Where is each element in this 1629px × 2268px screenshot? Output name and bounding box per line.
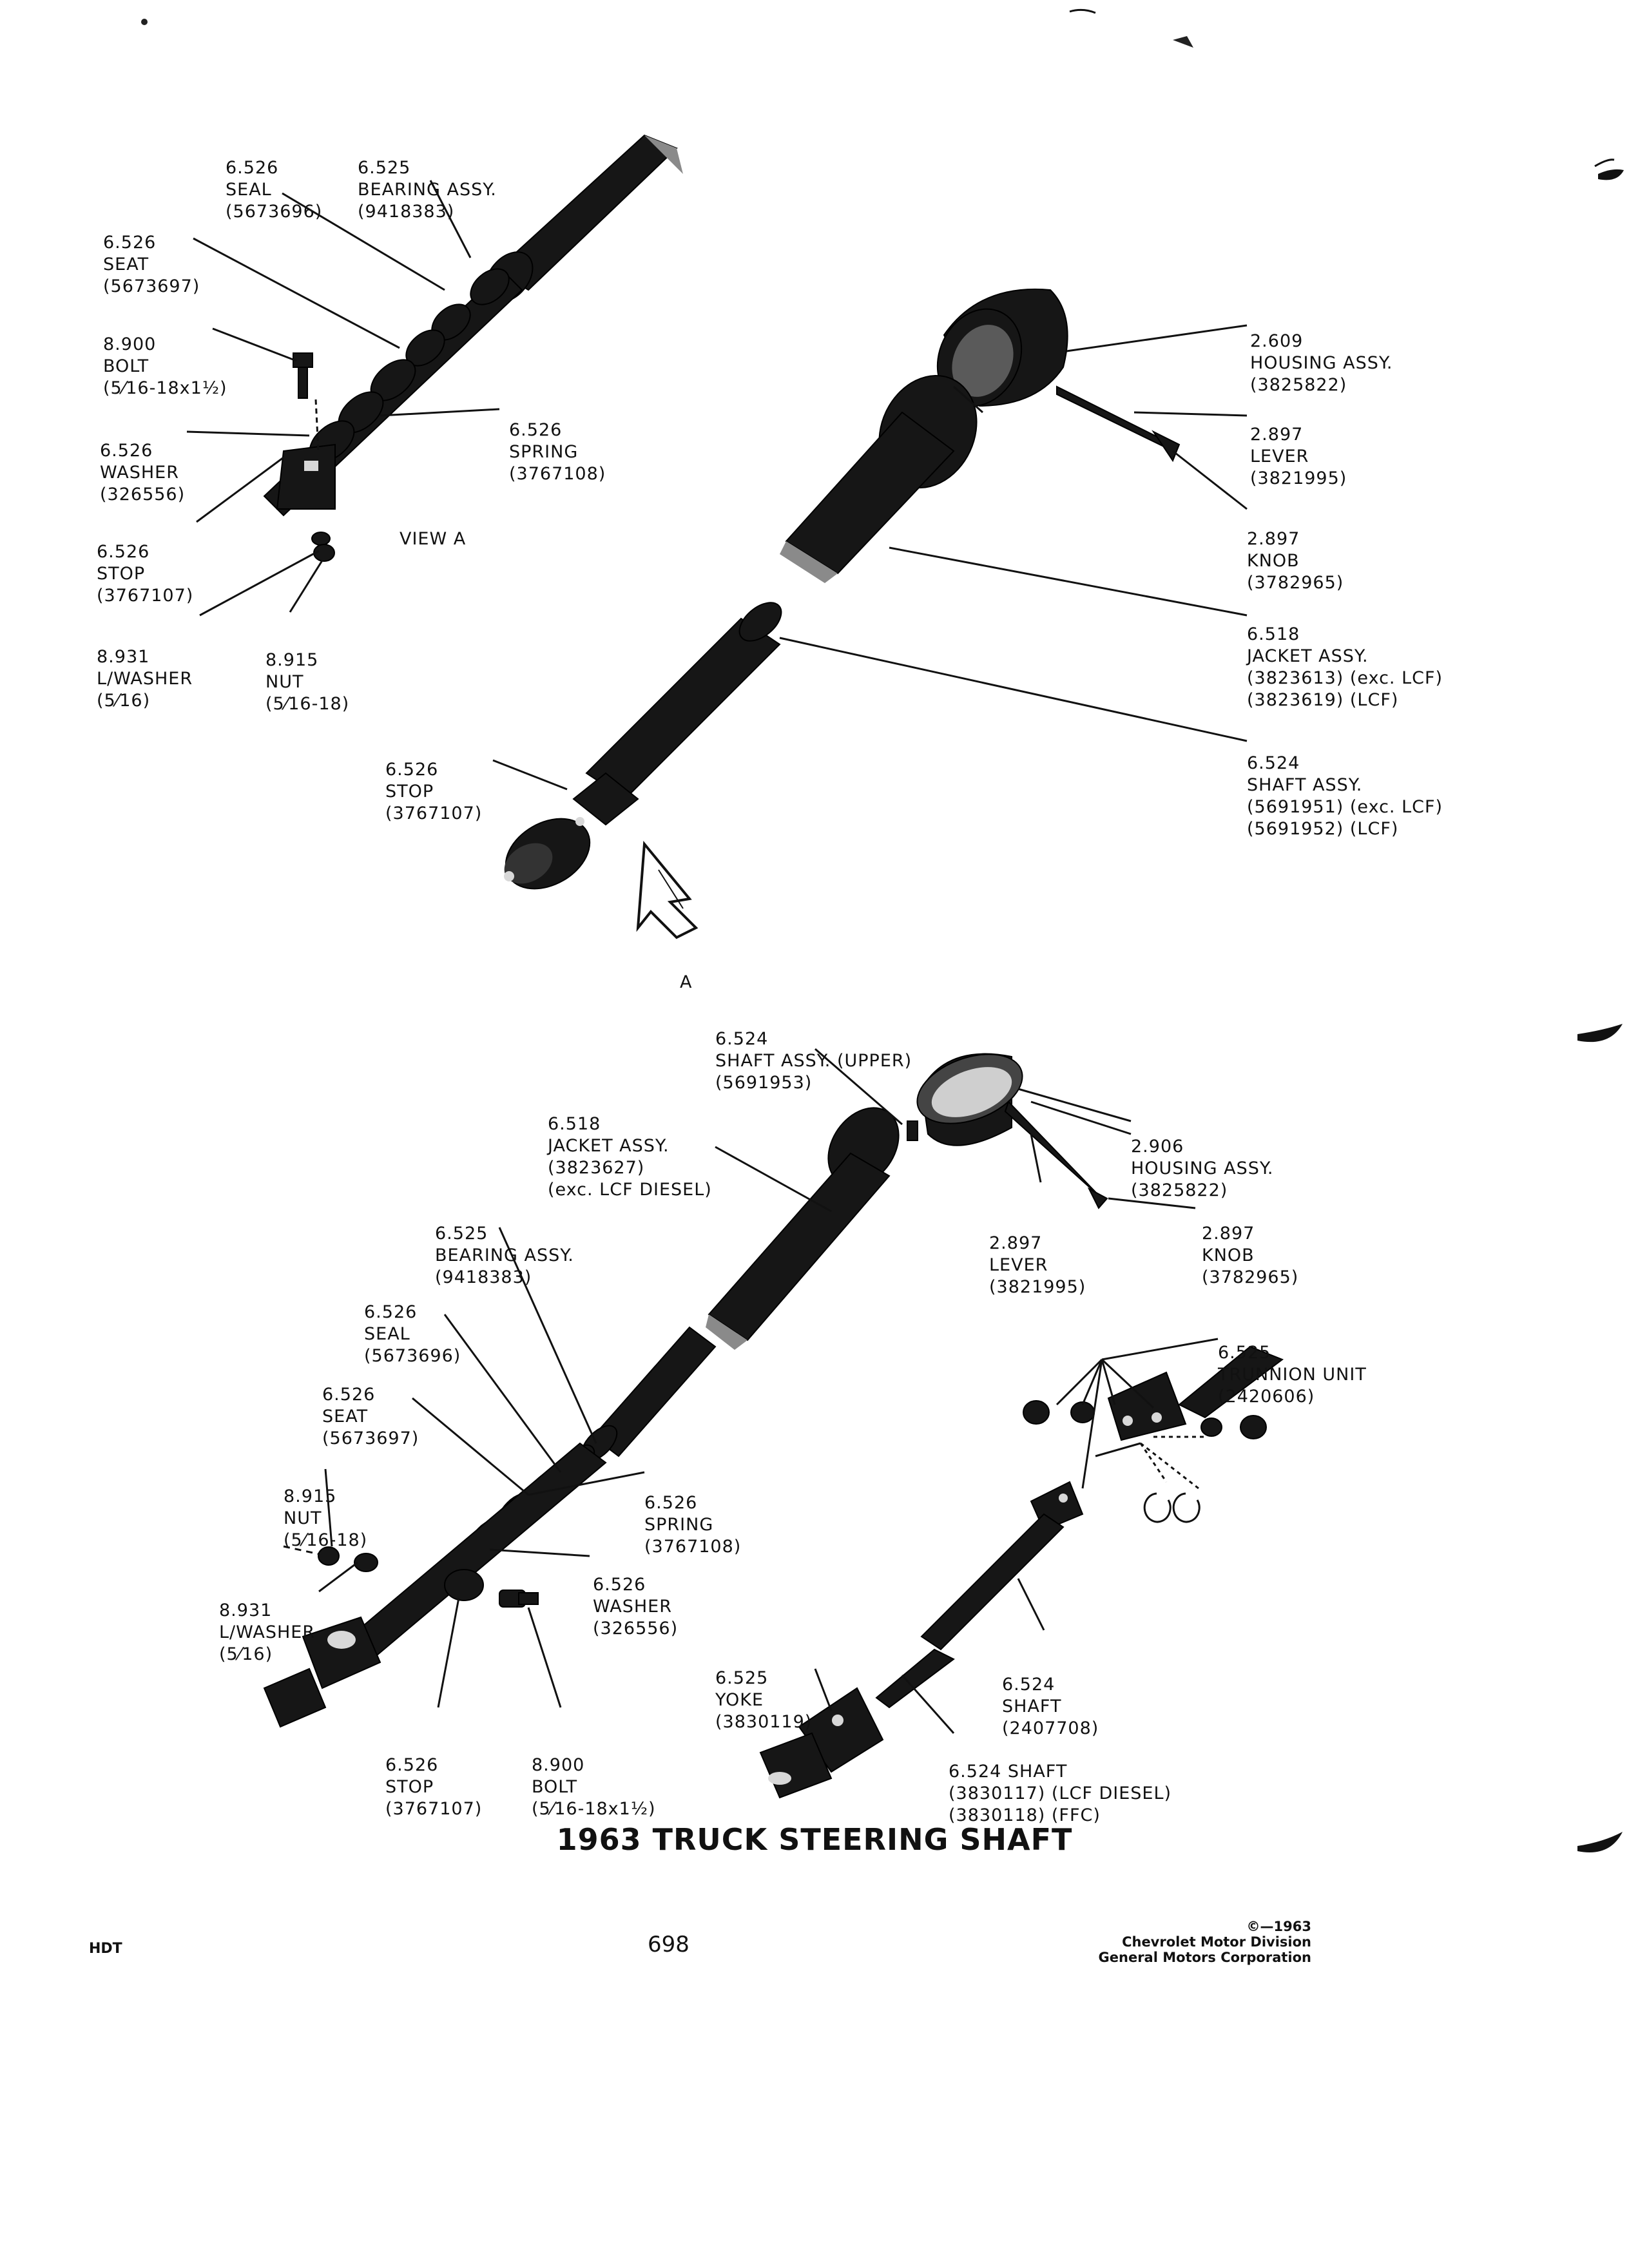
- footer-code: HDT: [89, 1941, 122, 1957]
- scan-marks: [141, 8, 1624, 1852]
- view-a-drawing: [186, 134, 1248, 939]
- page-number: 698: [648, 1932, 689, 1957]
- trunnion-unit: [759, 1338, 1284, 1799]
- steering-shaft-lower: [263, 1326, 717, 1728]
- view-a-title: VIEW A: [400, 529, 467, 549]
- copyright-year: ©—1963: [1246, 1919, 1311, 1934]
- jacket-assy-lower: [706, 1107, 918, 1350]
- view-a-leader-lines: [186, 180, 1248, 791]
- lower-leader-lines: [318, 1048, 1196, 1734]
- shaft-assy-upper: [504, 602, 782, 890]
- page-title: 1963 TRUCK STEERING SHAFT: [556, 1822, 1073, 1857]
- housing-assy-lower: [916, 1053, 1108, 1209]
- copyright-block: ©—1963 Chevrolet Motor Division General …: [1057, 1919, 1311, 1965]
- jacket-assy-upper: [780, 374, 983, 583]
- view-a-arrow: [636, 840, 699, 939]
- company-line-1: Chevrolet Motor Division: [1122, 1934, 1311, 1950]
- view-a-inset-shaft: [263, 134, 683, 562]
- label-shaft-lcf: 6.524 SHAFT(3830117) (LCF DIESEL)(383011…: [949, 1762, 1172, 1825]
- housing-assy-upper: [936, 288, 1181, 463]
- view-a-arrow-label: A: [680, 972, 693, 992]
- company-line-2: General Motors Corporation: [1098, 1950, 1311, 1965]
- lower-assembly-drawing: [263, 1048, 1284, 1799]
